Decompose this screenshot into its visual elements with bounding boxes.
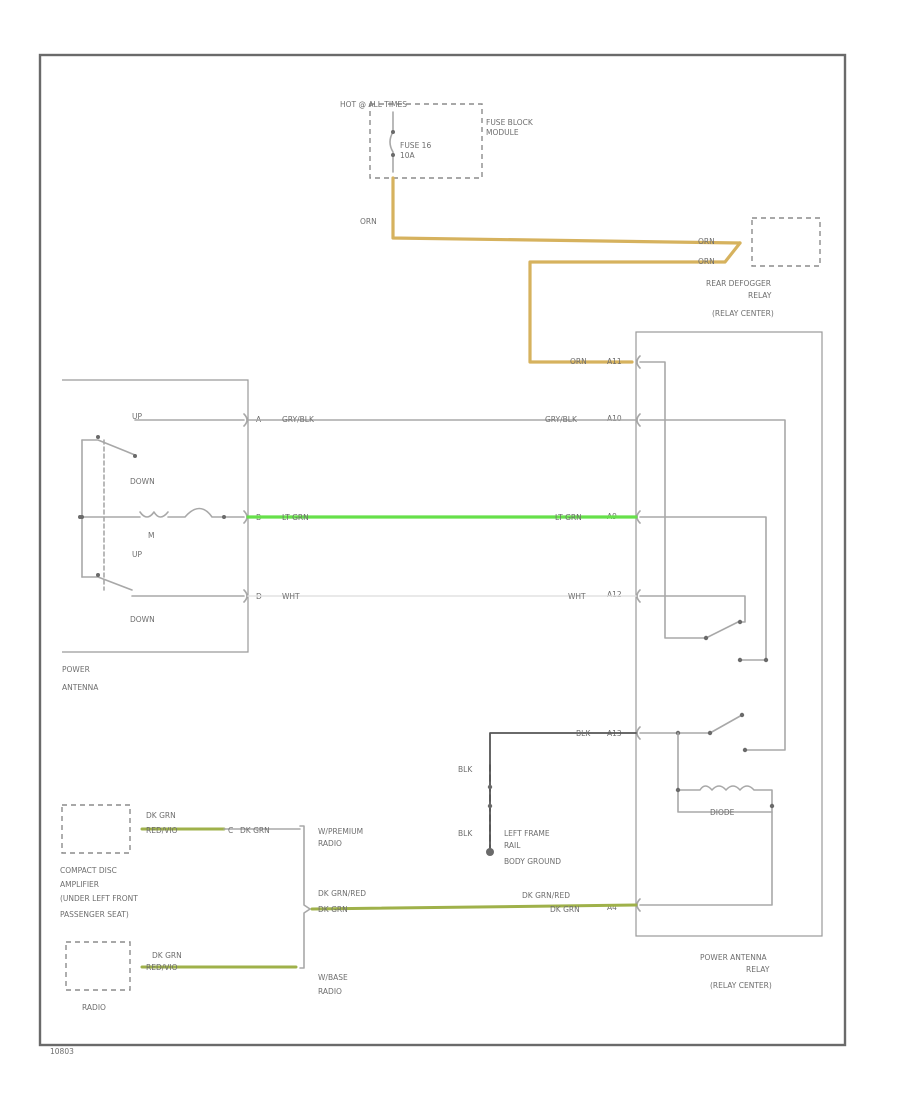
- radio: RADIO: [65, 941, 131, 1012]
- rear-defogger-relay: REAR DEFOGGER RELAY (RELAY CENTER): [706, 217, 821, 318]
- wire-blk-ground: [489, 732, 637, 853]
- svg-text:PASSENGER SEAT): PASSENGER SEAT): [60, 910, 129, 919]
- rear-defogger-line3: (RELAY CENTER): [712, 309, 774, 318]
- switch-down-label-upper: DOWN: [130, 477, 155, 486]
- amplifier-pin-c: C: [228, 826, 233, 835]
- wire-orn-feed: [391, 176, 742, 245]
- figure-id: 10803: [50, 1047, 74, 1056]
- fuse-element: [389, 111, 394, 173]
- relay-pin-a11: A11: [607, 357, 622, 366]
- fuse-rating-label: 10A: [400, 151, 416, 160]
- relay-pin-a10: A10: [607, 414, 622, 423]
- wire-label-gry-blk-right: GRY/BLK: [545, 415, 578, 424]
- relay-pin-a12: A12: [607, 590, 622, 599]
- svg-text:AMPLIFIER: AMPLIFIER: [60, 880, 99, 889]
- relay-coil: [677, 785, 773, 813]
- relay-name-line3: (RELAY CENTER): [710, 981, 772, 990]
- wire-label-dk-grn-red-left: DK GRN/RED: [318, 889, 366, 898]
- motor-label: M: [148, 531, 154, 540]
- svg-text:RAIL: RAIL: [504, 841, 521, 850]
- fuse-name-label: FUSE 16: [400, 141, 431, 150]
- wire-label-red-vio-amp: RED/VIO: [146, 826, 178, 835]
- wire-label-dk-grn-radio: DK GRN: [152, 951, 182, 960]
- wire-label-dk-grn-left: DK GRN: [318, 905, 348, 914]
- variant-base-line2: RADIO: [318, 987, 342, 996]
- wire-label-lt-grn-left: LT GRN: [282, 513, 309, 522]
- wire-label-red-vio-radio: RED/VIO: [146, 963, 178, 972]
- switch-up-label-upper: UP: [132, 412, 142, 421]
- variant-premium-line2: RADIO: [318, 839, 342, 848]
- fuse-block-module: HOT @ ALL TIMES FUSE BLOCK MODULE FUSE 1…: [340, 100, 534, 179]
- diagram-border: [38, 53, 847, 1047]
- rear-defogger-line2: RELAY: [748, 291, 772, 300]
- rear-defogger-line1: REAR DEFOGGER: [706, 279, 771, 288]
- svg-text:BODY GROUND: BODY GROUND: [504, 857, 561, 866]
- power-antenna: POWER ANTENNA DOWN DOWN UP UP M A B D: [62, 379, 262, 692]
- wire-label-orn-fuse: ORN: [360, 217, 377, 226]
- fuse-block-name-line2: MODULE: [486, 128, 519, 137]
- body-ground-point: [486, 848, 494, 856]
- svg-text:RADIO: RADIO: [82, 1003, 106, 1012]
- power-antenna-line2: ANTENNA: [62, 683, 99, 692]
- power-antenna-relay: POWER ANTENNA RELAY (RELAY CENTER) A11 A…: [607, 331, 823, 990]
- wire-label-orn-defogger-1: ORN: [698, 237, 715, 246]
- variant-premium-line1: W/PREMIUM: [318, 827, 363, 836]
- svg-text:COMPACT DISC: COMPACT DISC: [60, 866, 117, 875]
- switch-up-label-lower: UP: [132, 550, 142, 559]
- wire-orn-jumper: [528, 241, 742, 364]
- wire-label-dk-grn-pin: DK GRN: [240, 826, 270, 835]
- fuse-block-name-line1: FUSE BLOCK: [486, 118, 534, 127]
- relay-pin-a4: A4: [607, 903, 617, 912]
- wire-label-wht-right: WHT: [568, 592, 586, 601]
- compact-disc-amplifier: COMPACT DISC AMPLIFIER (UNDER LEFT FRONT…: [60, 804, 138, 919]
- wire-label-blk-upper: BLK: [458, 765, 473, 774]
- svg-text:(UNDER LEFT FRONT: (UNDER LEFT FRONT: [60, 894, 138, 903]
- wire-label-lt-grn-right: LT GRN: [555, 513, 582, 522]
- wire-label-orn-defogger-2: ORN: [698, 257, 715, 266]
- wire-label-wht-left: WHT: [282, 592, 300, 601]
- wire-label-blk-relay: BLK: [576, 729, 591, 738]
- wire-label-blk-lower: BLK: [458, 829, 473, 838]
- radio-variant-bracket: [299, 825, 311, 969]
- wire-label-orn-relay: ORN: [570, 357, 587, 366]
- ground-label: LEFT FRAME RAIL BODY GROUND: [504, 829, 561, 866]
- wire-dk-grn-red: [310, 903, 638, 911]
- wire-label-dk-grn-amp: DK GRN: [146, 811, 176, 820]
- switch-down-label-lower: DOWN: [130, 615, 155, 624]
- relay-name-line2: RELAY: [746, 965, 770, 974]
- hot-at-all-times-label: HOT @ ALL TIMES: [340, 100, 407, 109]
- svg-text:LEFT FRAME: LEFT FRAME: [504, 829, 550, 838]
- wire-label-gry-blk-left: GRY/BLK: [282, 415, 315, 424]
- power-antenna-line1: POWER: [62, 665, 90, 674]
- relay-coil-label: DIODE: [710, 808, 735, 817]
- wire-label-dk-grn-right: DK GRN: [550, 905, 580, 914]
- wire-label-dk-grn-red-right: DK GRN/RED: [522, 891, 570, 900]
- variant-base-line1: W/BASE: [318, 973, 348, 982]
- relay-name-line1: POWER ANTENNA: [700, 953, 767, 962]
